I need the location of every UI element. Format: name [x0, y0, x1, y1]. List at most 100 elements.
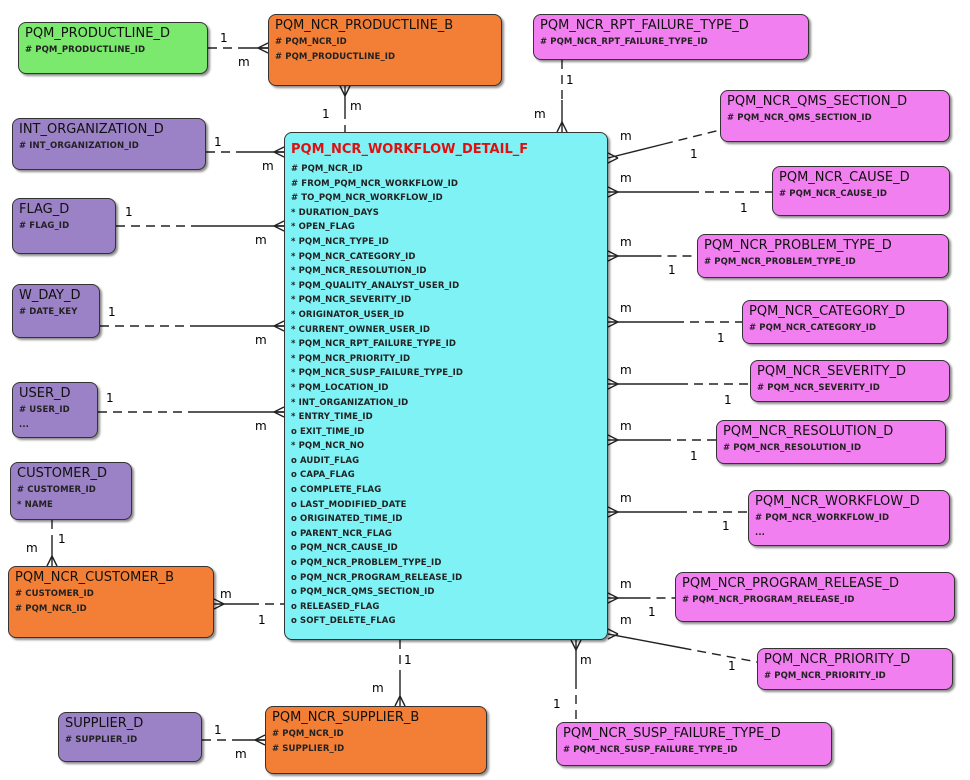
cardinality-many-label: m	[255, 419, 267, 433]
entity-title: CUSTOMER_D	[17, 466, 107, 481]
cardinality-one-label: 1	[717, 331, 725, 345]
relationship-line	[607, 592, 619, 604]
cardinality-many-label: m	[620, 129, 632, 143]
entity-attribute: o ORIGINATED_TIME_ID	[291, 514, 403, 525]
entity-pqm-ncr-severity-d[interactable]: PQM_NCR_SEVERITY_D # PQM_NCR_SEVERITY_ID	[750, 360, 950, 402]
entity-pqm-ncr-productline-b[interactable]: PQM_NCR_PRODUCTLINE_B # PQM_NCR_ID # PQM…	[268, 14, 502, 86]
entity-attribute: o LAST_MODIFIED_DATE	[291, 499, 407, 510]
cardinality-one-label: 1	[722, 519, 730, 533]
entity-pqm-ncr-customer-b[interactable]: PQM_NCR_CUSTOMER_B # CUSTOMER_ID # PQM_N…	[8, 566, 214, 638]
cardinality-one-label: 1	[220, 31, 228, 45]
relationship-line	[273, 320, 285, 332]
cardinality-many-label: m	[620, 235, 632, 249]
cardinality-one-label: 1	[740, 201, 748, 215]
entity-pqm-ncr-supplier-b[interactable]: PQM_NCR_SUPPLIER_B # PQM_NCR_ID # SUPPLI…	[265, 706, 487, 774]
entity-attribute: * PQM_LOCATION_ID	[291, 382, 389, 393]
entity-pqm-ncr-qms-section-d[interactable]: PQM_NCR_QMS_SECTION_D # PQM_NCR_QMS_SECT…	[720, 90, 950, 142]
relationship-line	[273, 220, 285, 232]
entity-attribute: # PQM_NCR_ID	[275, 37, 347, 47]
relationship-line	[607, 378, 619, 390]
cardinality-one-label: 1	[668, 263, 676, 277]
entity-attribute: # PQM_NCR_PRIORITY_ID	[764, 671, 886, 681]
relationship-line	[394, 695, 406, 707]
entity-attribute: o COMPLETE_FLAG	[291, 485, 382, 496]
relationship-line	[663, 129, 721, 145]
entity-title: PQM_NCR_PROGRAM_RELEASE_D	[682, 576, 899, 591]
relationship-line	[682, 647, 758, 663]
entity-attribute: o EXIT_TIME_ID	[291, 426, 365, 437]
cardinality-one-label: 1	[58, 532, 66, 546]
entity-attribute: # PQM_NCR_CAUSE_ID	[779, 189, 888, 199]
entity-attribute: * PQM_NCR_CATEGORY_ID	[291, 251, 416, 262]
entity-attribute: * CURRENT_OWNER_USER_ID	[291, 324, 431, 335]
relationship-line	[273, 406, 285, 418]
entity-title: INT_ORGANIZATION_D	[19, 122, 164, 137]
cardinality-many-label: m	[580, 653, 592, 667]
cardinality-many-label: m	[620, 301, 632, 315]
entity-title: PQM_NCR_CATEGORY_D	[749, 304, 906, 319]
relationship-line	[607, 434, 619, 446]
cardinality-one-label: 1	[553, 697, 561, 711]
entity-title: PQM_NCR_QMS_SECTION_D	[727, 94, 908, 109]
entity-pqm-ncr-category-d[interactable]: PQM_NCR_CATEGORY_D # PQM_NCR_CATEGORY_ID	[742, 300, 948, 344]
cardinality-many-label: m	[620, 363, 632, 377]
relationship-line	[257, 42, 269, 54]
entity-attribute: ...	[19, 419, 29, 430]
entity-supplier-d[interactable]: SUPPLIER_D # SUPPLIER_ID	[58, 712, 202, 762]
entity-attribute: * PQM_NCR_SEVERITY_ID	[291, 295, 412, 306]
entity-title: PQM_NCR_PRIORITY_D	[764, 652, 911, 667]
relationship-line	[46, 555, 58, 567]
entity-attribute: * INT_ORGANIZATION_ID	[291, 397, 409, 408]
entity-attribute: o PARENT_NCR_FLAG	[291, 528, 392, 539]
cardinality-many-label: m	[620, 491, 632, 505]
relationship-line	[273, 146, 285, 158]
entity-attribute: # TO_PQM_NCR_WORKFLOW_ID	[291, 193, 443, 204]
entity-attribute: # SUPPLIER_ID	[272, 743, 345, 754]
relationship-line	[570, 639, 582, 651]
entity-title: PQM_NCR_SUSP_FAILURE_TYPE_D	[563, 726, 781, 741]
cardinality-many-label: m	[235, 747, 247, 761]
entity-title: USER_D	[19, 386, 71, 401]
cardinality-one-label: 1	[258, 613, 266, 627]
entity-attribute: * OPEN_FLAG	[291, 222, 355, 233]
entity-attribute: # FROM_PQM_NCR_WORKFLOW_ID	[291, 178, 459, 189]
relationship-line	[607, 628, 619, 640]
cardinality-many-label: m	[238, 55, 250, 69]
cardinality-many-label: m	[620, 419, 632, 433]
entity-pqm-ncr-resolution-d[interactable]: PQM_NCR_RESOLUTION_D # PQM_NCR_RESOLUTIO…	[716, 420, 946, 464]
entity-pqm-ncr-program-release-d[interactable]: PQM_NCR_PROGRAM_RELEASE_D # PQM_NCR_PROG…	[675, 572, 955, 622]
entity-flag-d[interactable]: FLAG_D # FLAG_ID	[12, 198, 116, 254]
cardinality-many-label: m	[255, 233, 267, 247]
relationship-line	[339, 85, 351, 97]
entity-attribute: # PQM_NCR_QMS_SECTION_ID	[727, 113, 872, 123]
cardinality-many-label: m	[620, 613, 632, 627]
relationship-line	[607, 250, 619, 262]
entity-customer-d[interactable]: CUSTOMER_D # CUSTOMER_ID * NAME	[10, 462, 132, 520]
entity-pqm-ncr-cause-d[interactable]: PQM_NCR_CAUSE_D # PQM_NCR_CAUSE_ID	[772, 166, 950, 216]
entity-attribute: # PQM_NCR_PROGRAM_RELEASE_ID	[682, 595, 855, 605]
entity-int-organization-d[interactable]: INT_ORGANIZATION_D # INT_ORGANIZATION_ID	[12, 118, 206, 170]
cardinality-many-label: m	[220, 587, 232, 601]
entity-pqm-ncr-workflow-detail-f[interactable]: PQM_NCR_WORKFLOW_DETAIL_F # PQM_NCR_ID# …	[284, 132, 608, 640]
entity-pqm-ncr-rpt-failure-type-d[interactable]: PQM_NCR_RPT_FAILURE_TYPE_D # PQM_NCR_RPT…	[533, 14, 809, 60]
entity-title: PQM_NCR_RESOLUTION_D	[723, 424, 894, 439]
entity-pqm-ncr-susp-failure-type-d[interactable]: PQM_NCR_SUSP_FAILURE_TYPE_D # PQM_NCR_SU…	[556, 722, 832, 766]
cardinality-one-label: 1	[728, 659, 736, 673]
relationship-line	[556, 121, 568, 133]
entity-title: SUPPLIER_D	[65, 716, 144, 731]
entity-attribute: o PQM_NCR_PROBLEM_TYPE_ID	[291, 558, 442, 569]
entity-title: PQM_NCR_SEVERITY_D	[757, 364, 906, 379]
entity-pqm-productline-d[interactable]: PQM_PRODUCTLINE_D # PQM_PRODUCTLINE_ID	[18, 22, 208, 74]
entity-pqm-ncr-workflow-d[interactable]: PQM_NCR_WORKFLOW_D # PQM_NCR_WORKFLOW_ID…	[748, 490, 950, 546]
entity-attribute: # PQM_NCR_SUSP_FAILURE_TYPE_ID	[563, 745, 738, 755]
entity-attribute: # PQM_NCR_CATEGORY_ID	[749, 323, 877, 333]
entity-pqm-ncr-problem-type-d[interactable]: PQM_NCR_PROBLEM_TYPE_D # PQM_NCR_PROBLEM…	[697, 234, 949, 278]
entity-attribute: * ORIGINATOR_USER_ID	[291, 309, 405, 320]
entity-user-d[interactable]: USER_D # USER_ID ...	[12, 382, 98, 438]
entity-attribute: # CUSTOMER_ID	[17, 485, 96, 495]
entity-attribute: * PQM_NCR_TYPE_ID	[291, 236, 389, 247]
entity-w-day-d[interactable]: W_DAY_D # DATE_KEY	[12, 284, 100, 338]
entity-title: PQM_PRODUCTLINE_D	[25, 26, 170, 41]
entity-title: PQM_NCR_SUPPLIER_B	[272, 710, 420, 725]
entity-pqm-ncr-priority-d[interactable]: PQM_NCR_PRIORITY_D # PQM_NCR_PRIORITY_ID	[757, 648, 953, 690]
